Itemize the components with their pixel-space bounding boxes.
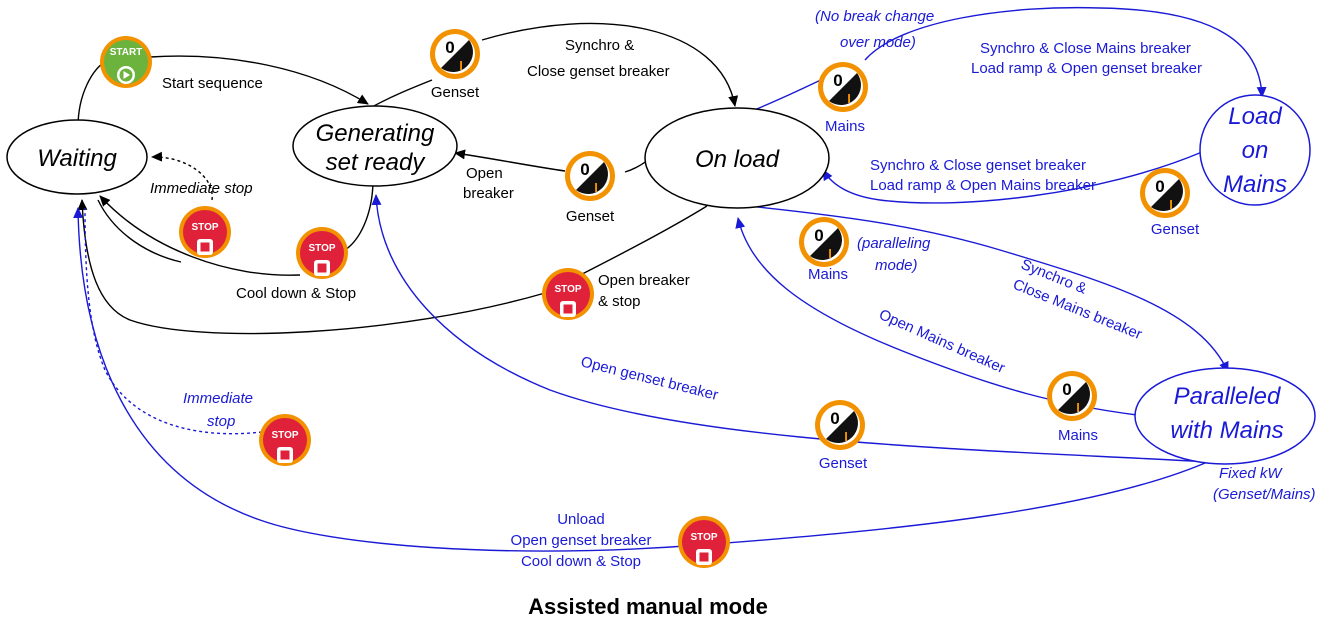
svg-text:I: I (594, 180, 598, 195)
edge-open-breaker-stop-to-waiting (77, 199, 546, 335)
stop-button-open-breaker[interactable]: STOP (542, 268, 594, 320)
svg-text:0: 0 (1155, 177, 1164, 196)
svg-text:I: I (844, 429, 848, 444)
svg-text:I: I (1169, 197, 1173, 212)
svg-text:On load: On load (695, 146, 780, 173)
svg-text:I: I (828, 246, 832, 261)
breaker-switch-mains-lower[interactable]: 0 I (1047, 371, 1097, 421)
label-mains-middle: Mains (808, 266, 848, 283)
edge-start-to-generating (149, 55, 369, 105)
svg-text:set ready: set ready (326, 149, 427, 176)
edge-paralleled-to-generating (371, 194, 1211, 463)
label-mains-top: Mains (825, 118, 865, 135)
edge-mains-to-loadonmains (864, 6, 1267, 98)
edge-immediate-stop-blue-dotted (84, 207, 263, 435)
label-unload-2: Open genset breaker (511, 532, 652, 549)
stop-button-unload[interactable]: STOP (678, 516, 730, 568)
edge-generating-to-stop (344, 182, 374, 251)
start-button[interactable]: START (100, 36, 152, 88)
edge-cooldown-to-waiting (99, 195, 301, 276)
state-waiting: Waiting (6, 119, 148, 195)
label-unload-3: Cool down & Stop (521, 553, 641, 570)
svg-text:STOP: STOP (554, 284, 581, 295)
state-on-load: On load (644, 107, 830, 209)
edge-generating-to-genset (371, 79, 433, 108)
diagram-title: Assisted manual mode (528, 594, 768, 619)
breaker-switch-genset-right[interactable]: 0 I (1140, 168, 1190, 218)
svg-text:STOP: STOP (191, 222, 218, 233)
label-immediate-2: stop (207, 413, 235, 430)
label-no-break-2: over mode) (840, 34, 916, 51)
edge-onload-to-paralleled (739, 204, 1229, 373)
svg-text:0: 0 (1062, 380, 1071, 399)
breaker-switch-genset-middle[interactable]: 0 I (565, 151, 615, 201)
svg-text:I: I (459, 58, 463, 73)
svg-text:0: 0 (833, 71, 842, 90)
label-synchro-close-genset-2: Load ramp & Open Mains breaker (870, 177, 1096, 194)
breaker-switch-mains-top[interactable]: 0 I (818, 62, 868, 112)
svg-text:0: 0 (580, 160, 589, 179)
svg-text:Mains: Mains (1223, 171, 1287, 198)
svg-text:Waiting: Waiting (37, 145, 117, 172)
breaker-switch-genset-lower[interactable]: 0 I (815, 400, 865, 450)
edge-stop-to-waiting (97, 199, 182, 263)
svg-text:0: 0 (445, 38, 454, 57)
edge-genset-to-generating (454, 149, 566, 172)
label-genset-top: Genset (431, 84, 480, 101)
stop-button-immediate-blue[interactable]: STOP (259, 414, 311, 466)
svg-text:STOP: STOP (690, 532, 717, 543)
stop-button-cool-down[interactable]: STOP (296, 227, 348, 279)
label-open-breaker-1: Open (466, 165, 503, 182)
svg-text:Generating: Generating (316, 120, 435, 147)
label-synchro-close-genset-1: Synchro & Close genset breaker (870, 157, 1086, 174)
state-generating-set-ready: Generating set ready (292, 105, 458, 187)
label-open-breaker-2: breaker (463, 185, 514, 202)
edge-immediate-stop-dotted (151, 151, 213, 201)
svg-text:0: 0 (814, 226, 823, 245)
svg-text:STOP: STOP (308, 243, 335, 254)
label-paralleling-2: mode) (875, 257, 918, 274)
state-paralleled-with-mains: Paralleled with Mains (1134, 367, 1316, 465)
label-synchro-genset-1: Synchro & (565, 37, 634, 54)
edge-paralleled-to-waiting (73, 207, 1213, 552)
svg-text:with Mains: with Mains (1170, 417, 1283, 444)
label-synchro-close-mains-1: Synchro & Close Mains breaker (980, 40, 1191, 57)
svg-text:STOP: STOP (271, 430, 298, 441)
label-genset-lower: Genset (819, 455, 868, 472)
label-cool-down-stop: Cool down & Stop (236, 285, 356, 302)
label-immediate-1: Immediate (183, 390, 253, 407)
label-no-break-1: (No break change (815, 8, 934, 25)
svg-text:0: 0 (830, 409, 839, 428)
label-synchro-close-mains-2: Load ramp & Open genset breaker (971, 60, 1202, 77)
label-fixed-kw-1: Fixed kW (1219, 465, 1283, 482)
svg-text:START: START (110, 47, 143, 58)
state-load-on-mains: Load on Mains (1199, 94, 1311, 206)
label-open-genset-breaker: Open genset breaker (579, 353, 720, 404)
stop-button-immediate[interactable]: STOP (179, 206, 231, 258)
label-mains-lower: Mains (1058, 427, 1098, 444)
label-genset-middle: Genset (566, 208, 615, 225)
breaker-switch-mains-middle[interactable]: 0 I (799, 217, 849, 267)
label-fixed-kw-2: (Genset/Mains) (1213, 486, 1316, 503)
edge-genset-to-onload (481, 22, 739, 107)
svg-text:I: I (847, 91, 851, 106)
breaker-switch-genset-top[interactable]: 0 I (430, 29, 480, 79)
svg-text:on: on (1242, 137, 1269, 164)
svg-text:I: I (1076, 400, 1080, 415)
edge-loadonmains-to-onload (822, 151, 1203, 204)
svg-text:Paralleled: Paralleled (1174, 383, 1281, 410)
label-open-breaker-stop-2: & stop (598, 293, 641, 310)
label-synchro-genset-2: Close genset breaker (527, 63, 670, 80)
label-immediate-stop: Immediate stop (150, 180, 253, 197)
label-genset-right: Genset (1151, 221, 1200, 238)
label-start-sequence: Start sequence (162, 75, 263, 92)
label-open-breaker-stop-1: Open breaker (598, 272, 690, 289)
svg-text:Load: Load (1228, 103, 1282, 130)
label-unload-1: Unload (557, 511, 605, 528)
label-paralleling-1: (paralleling (857, 235, 931, 252)
